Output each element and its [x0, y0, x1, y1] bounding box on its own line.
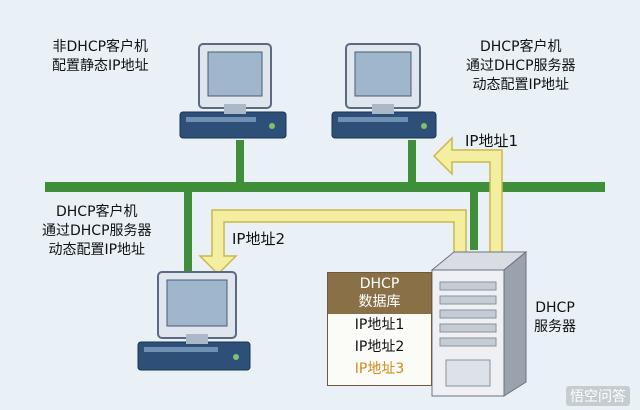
dhcp-client-left-label: DHCP客户机 通过DHCP服务器 动态配置IP地址 [42, 204, 152, 258]
ip1-arrow-label: IP地址1 [465, 132, 519, 150]
ip2-arrow-label: IP地址2 [232, 230, 286, 248]
dhcp-server [430, 250, 528, 397]
ip2-arrow [198, 209, 467, 276]
computer-dhcp-client-left [137, 271, 251, 371]
computer-dhcp-client-top [331, 43, 437, 139]
database-row-highlight: IP地址3 [354, 361, 405, 377]
database-row: IP地址1 [354, 317, 405, 333]
dhcp-database: DHCP 数据库 IP地址1 IP地址2 IP地址3 [327, 272, 432, 386]
network-cable [45, 140, 605, 280]
database-header: DHCP 数据库 [328, 273, 431, 314]
watermark: 悟空问答 [566, 386, 630, 406]
database-row: IP地址2 [354, 339, 405, 355]
static-client-label: 非DHCP客户机 配置静态IP地址 [52, 39, 149, 74]
dhcp-client-top-label: DHCP客户机 通过DHCP服务器 动态配置IP地址 [466, 39, 576, 93]
computer-static-client [179, 43, 287, 139]
server-label: DHCP 服务器 [534, 300, 576, 335]
ip1-arrow [432, 136, 503, 257]
